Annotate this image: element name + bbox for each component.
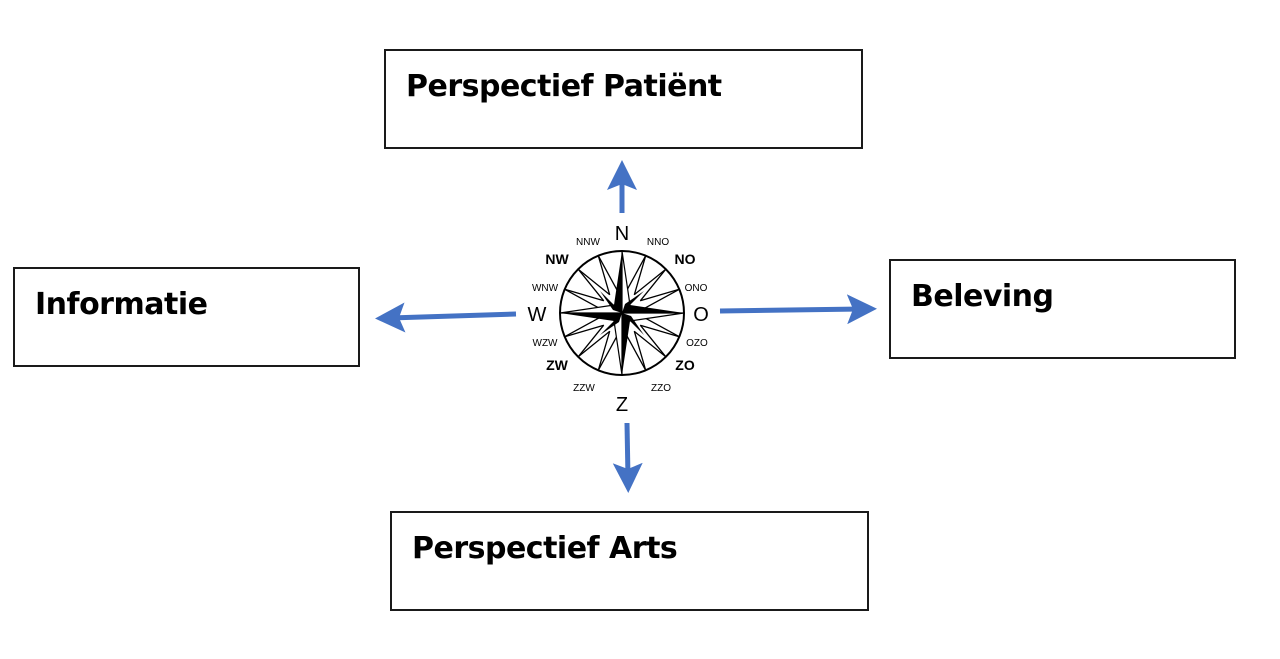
compass-spoke [639,324,667,358]
compass-label-zzw: ZZW [573,383,595,394]
compass-spoke [633,268,667,296]
compass-label-z: Z [616,394,628,416]
compass-label-zzo: ZZO [651,383,671,394]
box-perspectief-patient: Perspectief Patiënt [384,49,863,149]
compass-spoke [597,331,611,371]
compass-spoke [633,330,667,358]
compass-label-wnw: WNW [532,283,559,294]
compass-spoke [577,268,605,302]
compass-label-nw: NW [545,251,569,267]
compass-spoke [640,288,680,302]
compass-spoke [625,255,647,292]
compass-label-no: NO [675,251,696,267]
arrow-right [719,294,877,325]
compass-spoke [564,316,601,338]
compass-spoke [564,288,601,310]
compass-spoke [633,255,647,295]
compass-spoke [633,331,647,371]
compass-label-zo: ZO [675,357,695,373]
compass-spoke [643,288,680,310]
arrow-down [612,422,643,493]
compass-rose-icon [559,250,685,376]
box-label: Beleving [911,279,1054,314]
compass-label-zw: ZW [546,357,569,373]
compass-label-wzw: WZW [533,338,559,349]
compass-label-n: N [615,223,629,245]
compass-label-nno: NNO [647,237,669,248]
compass-spoke [597,255,611,295]
compass-label-w: W [528,304,547,326]
compass-spoke [564,288,604,302]
box-label: Informatie [35,287,208,322]
compass-label-ozo: OZO [686,338,708,349]
box-informatie: Informatie [13,267,360,367]
compass-spoke [577,324,605,358]
compass-spoke [577,268,611,296]
compass-spoke [640,324,680,338]
compass-spoke [643,316,680,338]
arrow-left [375,302,517,333]
box-label: Perspectief Arts [412,531,678,566]
compass-spoke [625,334,647,371]
compass-label-nnw: NNW [576,237,600,248]
compass-spoke [639,268,667,302]
compass-spoke [564,324,604,338]
box-label: Perspectief Patiënt [406,69,722,104]
compass-label-o: O [693,304,709,326]
compass-spoke [597,255,619,292]
compass-label-ono: ONO [685,283,708,294]
box-perspectief-arts: Perspectief Arts [390,511,869,611]
box-beleving: Beleving [889,259,1236,359]
compass-spoke [597,334,619,371]
compass-spoke [577,330,611,358]
